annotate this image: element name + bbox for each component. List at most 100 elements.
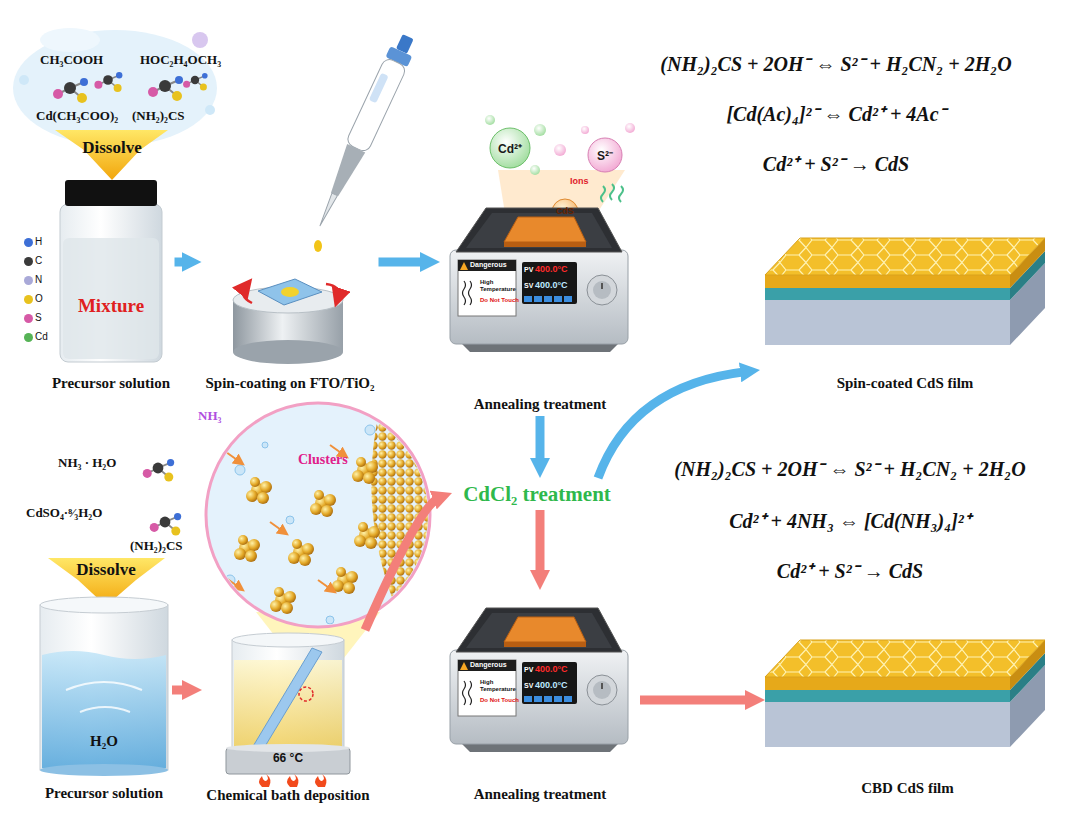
step-text: Mixture (78, 295, 144, 317)
process-step: CBD CdS film (765, 630, 1050, 802)
text-label: S²⁻ (597, 147, 613, 164)
legend-swatch (24, 333, 33, 342)
text-label: Dangerous (470, 661, 507, 668)
vial (63, 238, 159, 359)
zoom-circle (246, 477, 272, 504)
zoom-circle (354, 522, 380, 549)
process-arrow (172, 686, 188, 695)
ion-cloud (601, 184, 623, 202)
text-label: SV (524, 282, 533, 289)
legend-text: H (35, 236, 42, 247)
legend-row: S (24, 312, 58, 326)
zoom-circle (326, 616, 334, 624)
text-label: 400.0°C (535, 664, 568, 674)
solvent-splash (13, 30, 217, 146)
step-text: 66 °C (273, 751, 303, 765)
step-caption: Annealing treatment (474, 786, 607, 803)
bottom-molecules (143, 459, 175, 482)
vial (60, 204, 162, 362)
zoom-circle (226, 452, 240, 462)
bath-beaker (232, 640, 344, 750)
vial (60, 180, 162, 362)
solvent-splash (53, 78, 88, 103)
reaction-equation: Cd²⁺ + 4NH₃ ⇔ [Cd(NH₃)₄]²⁺ (729, 507, 971, 534)
bottom-molecules (150, 513, 182, 536)
zoom-circle (226, 578, 240, 588)
reaction-equation: (NH₂)₂CS + 2OH⁻ ⇔ S²⁻ + H₂CN₂ + 2H₂O (660, 50, 1011, 77)
beaker (40, 605, 168, 770)
bath-beaker (299, 687, 313, 701)
text-label: Cd²⁺ (498, 140, 522, 157)
solvent-splash (40, 28, 100, 52)
bath-beaker (226, 748, 350, 774)
chemical-label: (NH₂)₂CS (132, 108, 185, 124)
text-label: Do Not Touch (480, 297, 520, 304)
beaker (42, 651, 166, 768)
bath-beaker (232, 633, 344, 647)
spin-coater (233, 279, 343, 364)
text-label: Ions (570, 176, 589, 186)
text-label: CdS (556, 206, 574, 216)
spin-coater (233, 340, 343, 364)
beaker (40, 597, 168, 776)
text-label: PV (524, 266, 533, 273)
chemical-label: CdSO₄·⁸⁄₃H₂O (26, 505, 102, 521)
legend-row: H (24, 236, 58, 250)
spin-coater (243, 286, 252, 303)
process-step: MixturePrecursor solution (48, 175, 175, 395)
step-text: H₂O (90, 733, 118, 750)
legend-swatch (24, 238, 33, 247)
process-arrow (536, 510, 545, 576)
reaction-equation: Cd²⁺ + S²⁻ → CdS (763, 150, 909, 177)
zoom-circle (352, 457, 378, 484)
step-caption: Precursor solution (52, 375, 170, 392)
vial (65, 180, 157, 206)
beaker (40, 764, 168, 776)
dissolve-arrow (55, 130, 168, 180)
bottom-molecules (143, 459, 182, 536)
solvent-splash (19, 75, 29, 85)
text-label: Dangerous (470, 261, 507, 268)
droplet (314, 240, 322, 252)
step-caption: CBD CdS film (861, 780, 954, 797)
text-label: 400.0°C (535, 280, 568, 290)
step-text: CdCl₂ treatment (463, 482, 611, 507)
text-label: 400.0°C (535, 680, 568, 690)
zoom-circle (270, 522, 284, 532)
spin-coater (258, 279, 322, 305)
solvent-splash (205, 105, 215, 115)
beaker (40, 597, 168, 613)
atom-legend: HCNOSCd (24, 236, 58, 350)
process-step: CdCl₂ treatment (452, 478, 622, 510)
ion-cloud (530, 165, 540, 175)
bath-beaker (226, 744, 350, 752)
beaker (66, 682, 142, 712)
zoom-circle (234, 535, 260, 562)
solvent-splash (192, 32, 208, 48)
process-step: Spin-coating on FTO/TiO₂ (202, 232, 379, 395)
spin-coater (281, 287, 299, 297)
pipette (326, 144, 366, 199)
zoom-circle (332, 567, 358, 594)
pipette (317, 193, 337, 227)
step-caption: Annealing treatment (474, 396, 607, 413)
process-step: H₂OPrecursor solution (36, 585, 172, 807)
legend-swatch (24, 257, 33, 266)
text-label: Dissolve (82, 138, 142, 158)
dissolve-arrow (48, 130, 168, 606)
zoom-circle (310, 490, 336, 517)
chemical-label: HOC₂H₄OCH₃ (140, 52, 221, 68)
film-stack (765, 640, 1045, 747)
step-caption: Spin-coating on FTO/TiO₂ (206, 375, 375, 392)
spin-coater (326, 284, 339, 298)
zoom-circle (286, 516, 294, 524)
process-arrow (175, 258, 188, 267)
process-step: 66 °CChemical bath deposition (202, 630, 374, 808)
process-step: Annealing treatment (440, 590, 640, 808)
reaction-equation: Cd²⁺ + S²⁻ → CdS (777, 557, 923, 584)
legend-row: O (24, 293, 58, 307)
process-step: Spin-coated CdS film (760, 225, 1050, 395)
process-arrow (365, 498, 439, 630)
legend-text: N (35, 274, 42, 285)
